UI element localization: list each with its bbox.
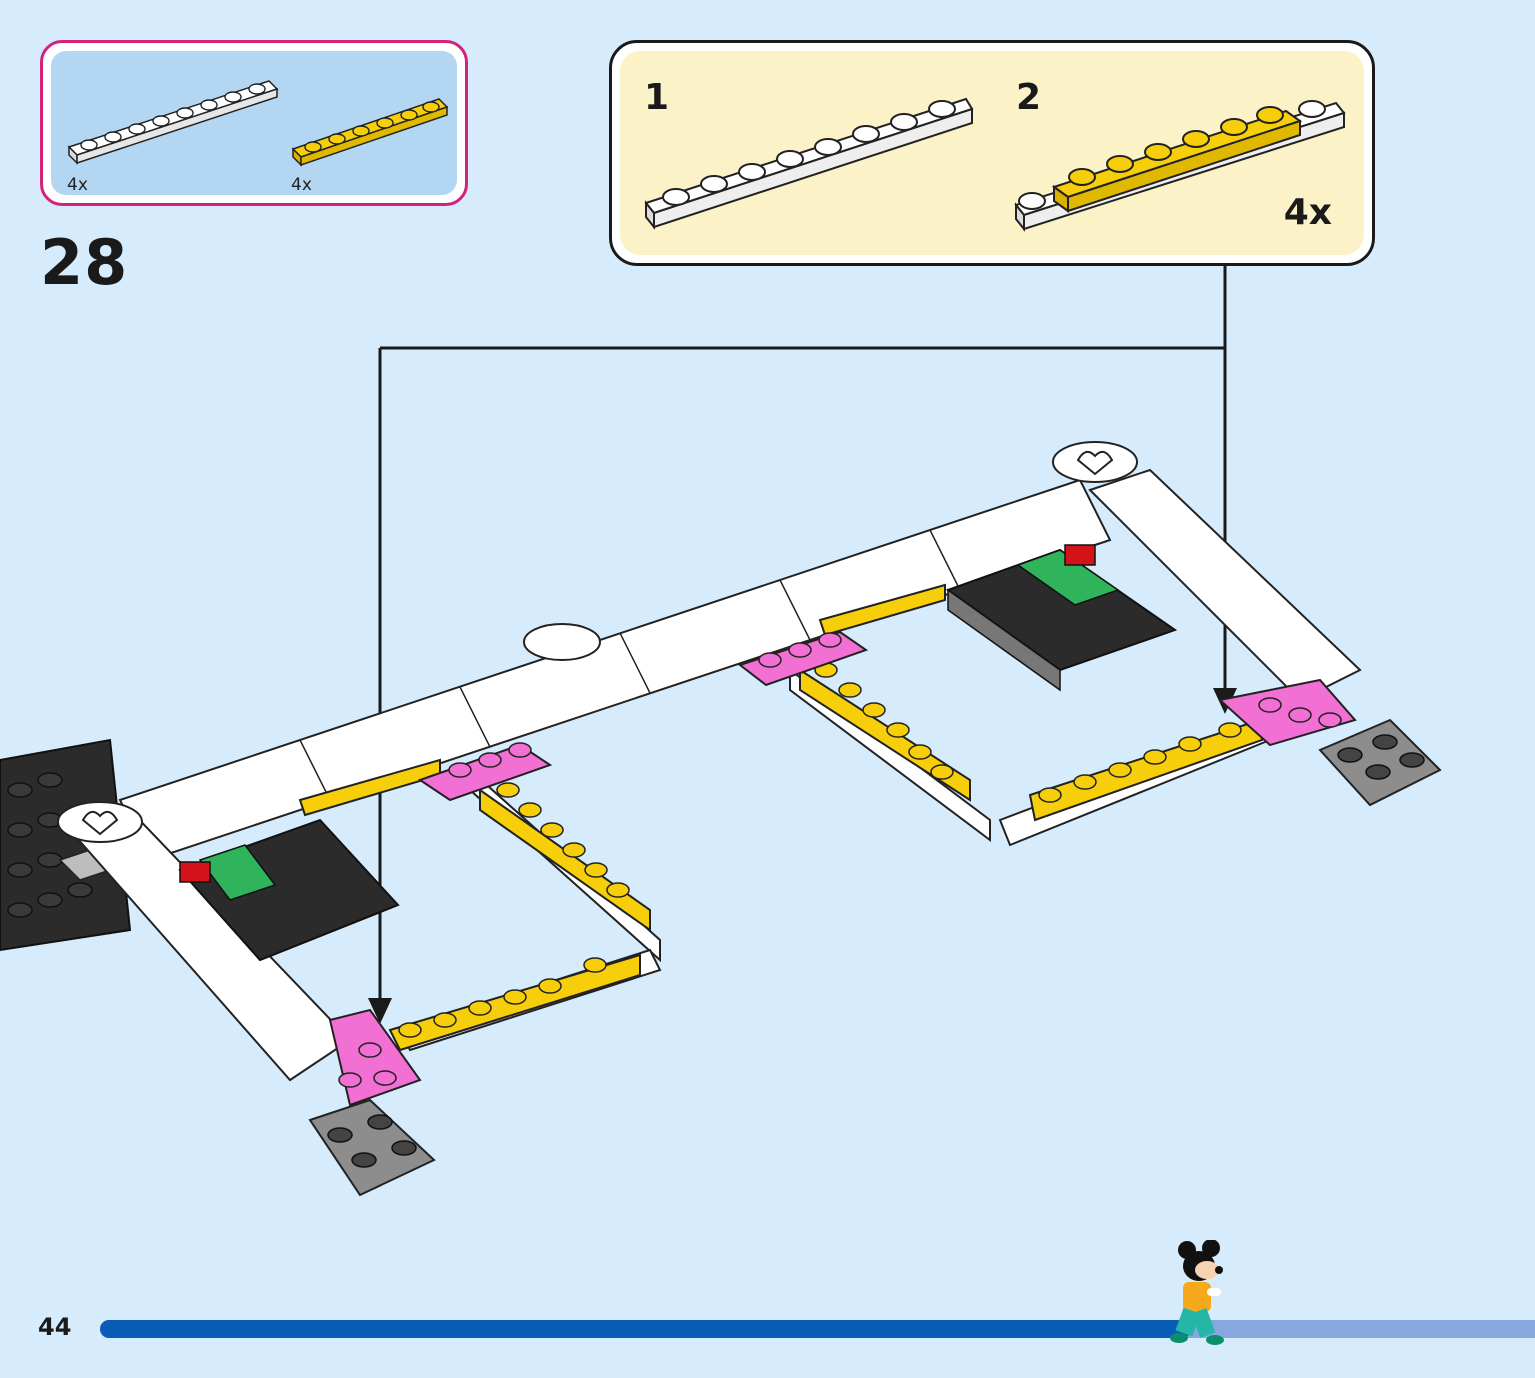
tile-group-right [945, 544, 1178, 692]
sub-step1-label: 1 [644, 77, 670, 118]
step-number: 28 [40, 226, 129, 299]
parts-illustration [67, 80, 449, 167]
yellow-plates [298, 583, 1264, 1052]
gray-base-strip [58, 519, 1102, 881]
yellow-studs [398, 662, 1242, 1038]
progress-bar-fill [100, 1320, 1191, 1338]
parts-list-panel: 4x 4x [51, 51, 457, 195]
round-tile-icon [523, 623, 601, 661]
sub-assembly-callout: 1 2 4x [609, 40, 1375, 266]
black-round-plate-icon [0, 738, 132, 952]
sub-step1-plate-icon [644, 97, 974, 230]
gray-studs [327, 734, 1425, 1168]
pink-connector-plates [328, 630, 1357, 1107]
white-frame-plates [398, 668, 1272, 1052]
white-curved-rail [118, 478, 1112, 862]
sub-assembly-illustration [644, 97, 1346, 232]
page-number: 44 [38, 1313, 72, 1341]
callout-arrows [378, 266, 1227, 1000]
arrow-right-icon [1213, 688, 1237, 714]
sub-step2-plate-icon [1014, 100, 1346, 232]
sub-assembly-multiplier: 4x [1283, 192, 1332, 233]
yellow-plate-qty: 4x [291, 175, 312, 195]
pink-studs [338, 632, 1342, 1088]
heart-tile-icon [57, 441, 1138, 843]
sub-assembly-panel: 1 2 4x [620, 51, 1364, 255]
yellow-plate-icon [291, 98, 449, 167]
parts-list-box: 4x 4x [40, 40, 468, 206]
sub-step2-label: 2 [1016, 77, 1042, 118]
gray-corner-plates [308, 718, 1442, 1197]
white-side-rail-right [1088, 468, 1362, 702]
mickey-character-icon [1170, 1240, 1224, 1345]
white-plate-icon [67, 80, 279, 165]
arrow-left-icon [368, 998, 392, 1024]
white-plate-qty: 4x [67, 175, 88, 195]
white-side-rail-left [68, 808, 352, 1082]
progress-bar-track [100, 1320, 1535, 1338]
tile-group-left [178, 818, 400, 962]
